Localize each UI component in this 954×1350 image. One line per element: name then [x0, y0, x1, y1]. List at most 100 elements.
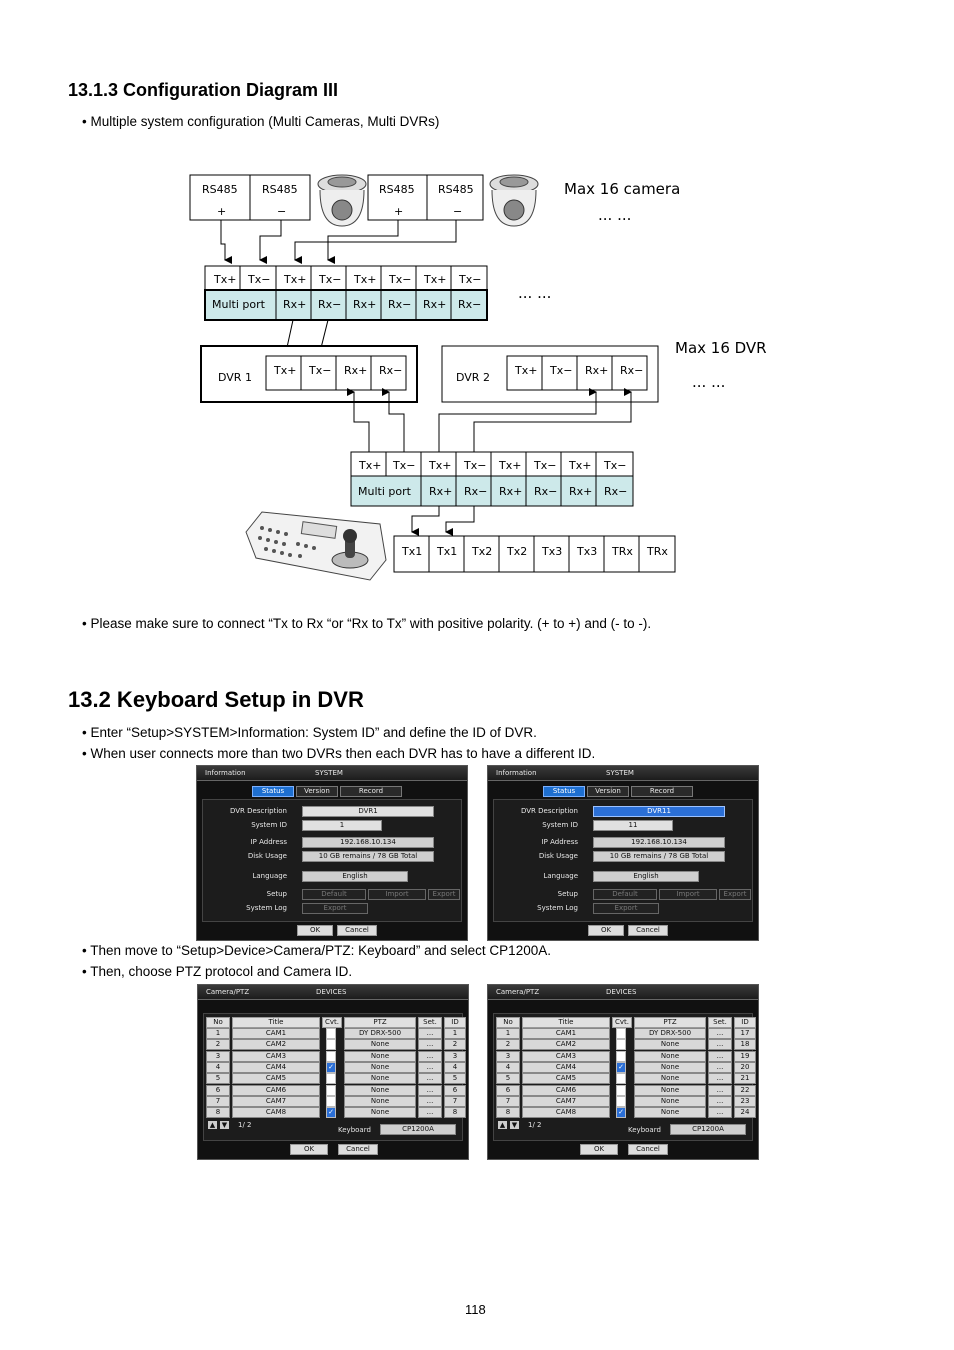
camera-id-field[interactable]: 19 — [734, 1050, 756, 1062]
ptz-settings-button[interactable]: ... — [418, 1073, 442, 1085]
covert-checkbox[interactable] — [326, 1073, 336, 1085]
tab-version[interactable]: Version — [296, 786, 338, 797]
ok-button[interactable]: OK — [297, 925, 333, 936]
camera-title-field[interactable]: CAM8 — [232, 1107, 320, 1119]
tab-status[interactable]: Status — [543, 786, 585, 797]
camera-title-field[interactable]: CAM5 — [232, 1073, 320, 1085]
camera-title-field[interactable]: CAM5 — [522, 1073, 610, 1085]
covert-checkbox[interactable] — [326, 1039, 336, 1051]
system-id-field[interactable]: 1 — [302, 820, 382, 831]
ptz-settings-button[interactable]: ... — [708, 1050, 732, 1062]
covert-checkbox[interactable] — [326, 1084, 336, 1096]
ptz-protocol-select[interactable]: None — [634, 1084, 706, 1096]
ptz-protocol-select[interactable]: DY DRX-500 — [344, 1028, 416, 1039]
row-number[interactable]: 3 — [496, 1050, 520, 1062]
camera-title-field[interactable]: CAM3 — [232, 1050, 320, 1062]
camera-id-field[interactable]: 18 — [734, 1039, 756, 1051]
ptz-protocol-select[interactable]: None — [344, 1061, 416, 1073]
camera-id-field[interactable]: 2 — [444, 1039, 466, 1051]
camera-id-field[interactable]: 3 — [444, 1050, 466, 1062]
row-number[interactable]: 8 — [496, 1107, 520, 1119]
row-number[interactable]: 2 — [206, 1039, 230, 1051]
ptz-protocol-select[interactable]: None — [344, 1095, 416, 1107]
covert-checkbox[interactable] — [326, 1050, 336, 1062]
ptz-protocol-select[interactable]: None — [344, 1073, 416, 1085]
camera-title-field[interactable]: CAM1 — [522, 1028, 610, 1039]
ptz-settings-button[interactable]: ... — [418, 1084, 442, 1096]
camera-title-field[interactable]: CAM2 — [522, 1039, 610, 1051]
ptz-protocol-select[interactable]: None — [634, 1095, 706, 1107]
tab-version[interactable]: Version — [587, 786, 629, 797]
ptz-settings-button[interactable]: ... — [708, 1107, 732, 1119]
camera-title-field[interactable]: CAM8 — [522, 1107, 610, 1119]
row-number[interactable]: 6 — [206, 1084, 230, 1096]
covert-checkbox[interactable] — [616, 1095, 626, 1107]
row-number[interactable]: 5 — [496, 1073, 520, 1085]
camera-title-field[interactable]: CAM4 — [522, 1061, 610, 1073]
tab-record[interactable]: Record — [340, 786, 402, 797]
row-number[interactable]: 7 — [206, 1095, 230, 1107]
cancel-button[interactable]: Cancel — [337, 925, 377, 936]
camera-title-field[interactable]: CAM6 — [232, 1084, 320, 1096]
row-number[interactable]: 3 — [206, 1050, 230, 1062]
ptz-protocol-select[interactable]: None — [634, 1107, 706, 1119]
camera-title-field[interactable]: CAM6 — [522, 1084, 610, 1096]
camera-id-field[interactable]: 22 — [734, 1084, 756, 1096]
ptz-protocol-select[interactable]: None — [634, 1073, 706, 1085]
covert-checkbox[interactable] — [616, 1028, 626, 1039]
ptz-settings-button[interactable]: ... — [708, 1095, 732, 1107]
row-number[interactable]: 5 — [206, 1073, 230, 1085]
ptz-protocol-select[interactable]: None — [634, 1061, 706, 1073]
camera-id-field[interactable]: 8 — [444, 1107, 466, 1119]
covert-checkbox[interactable]: ✓ — [326, 1061, 336, 1073]
tab-record[interactable]: Record — [631, 786, 693, 797]
cancel-button[interactable]: Cancel — [628, 1144, 668, 1155]
cancel-button[interactable]: Cancel — [628, 925, 668, 936]
ptz-settings-button[interactable]: ... — [708, 1039, 732, 1051]
ptz-settings-button[interactable]: ... — [418, 1028, 442, 1039]
covert-checkbox[interactable]: ✓ — [326, 1107, 336, 1119]
cancel-button[interactable]: Cancel — [338, 1144, 378, 1155]
ok-button[interactable]: OK — [588, 925, 624, 936]
dvr-description-field[interactable]: DVR11 — [593, 806, 725, 817]
language-select[interactable]: English — [302, 871, 408, 882]
ptz-settings-button[interactable]: ... — [418, 1039, 442, 1051]
camera-id-field[interactable]: 4 — [444, 1061, 466, 1073]
ptz-settings-button[interactable]: ... — [708, 1084, 732, 1096]
camera-title-field[interactable]: CAM7 — [232, 1095, 320, 1107]
system-id-field[interactable]: 11 — [593, 820, 673, 831]
ptz-protocol-select[interactable]: None — [344, 1107, 416, 1119]
ptz-settings-button[interactable]: ... — [418, 1107, 442, 1119]
ptz-protocol-select[interactable]: None — [344, 1084, 416, 1096]
camera-id-field[interactable]: 17 — [734, 1028, 756, 1039]
row-number[interactable]: 6 — [496, 1084, 520, 1096]
camera-title-field[interactable]: CAM4 — [232, 1061, 320, 1073]
covert-checkbox[interactable] — [326, 1028, 336, 1039]
covert-checkbox[interactable] — [326, 1095, 336, 1107]
row-number[interactable]: 1 — [206, 1028, 230, 1039]
camera-id-field[interactable]: 23 — [734, 1095, 756, 1107]
keyboard-select[interactable]: CP1200A — [380, 1124, 456, 1135]
ptz-protocol-select[interactable]: DY DRX-500 — [634, 1028, 706, 1039]
camera-title-field[interactable]: CAM2 — [232, 1039, 320, 1051]
camera-title-field[interactable]: CAM1 — [232, 1028, 320, 1039]
row-number[interactable]: 7 — [496, 1095, 520, 1107]
ok-button[interactable]: OK — [290, 1144, 328, 1155]
covert-checkbox[interactable] — [616, 1073, 626, 1085]
row-number[interactable]: 8 — [206, 1107, 230, 1119]
camera-title-field[interactable]: CAM7 — [522, 1095, 610, 1107]
tab-status[interactable]: Status — [252, 786, 294, 797]
row-number[interactable]: 2 — [496, 1039, 520, 1051]
ptz-settings-button[interactable]: ... — [418, 1095, 442, 1107]
row-number[interactable]: 4 — [496, 1061, 520, 1073]
covert-checkbox[interactable] — [616, 1039, 626, 1051]
ptz-settings-button[interactable]: ... — [418, 1050, 442, 1062]
ptz-protocol-select[interactable]: None — [344, 1050, 416, 1062]
language-select[interactable]: English — [593, 871, 699, 882]
camera-id-field[interactable]: 6 — [444, 1084, 466, 1096]
dvr-description-field[interactable]: DVR1 — [302, 806, 434, 817]
ptz-settings-button[interactable]: ... — [418, 1061, 442, 1073]
camera-id-field[interactable]: 5 — [444, 1073, 466, 1085]
keyboard-select[interactable]: CP1200A — [670, 1124, 746, 1135]
ptz-protocol-select[interactable]: None — [634, 1050, 706, 1062]
